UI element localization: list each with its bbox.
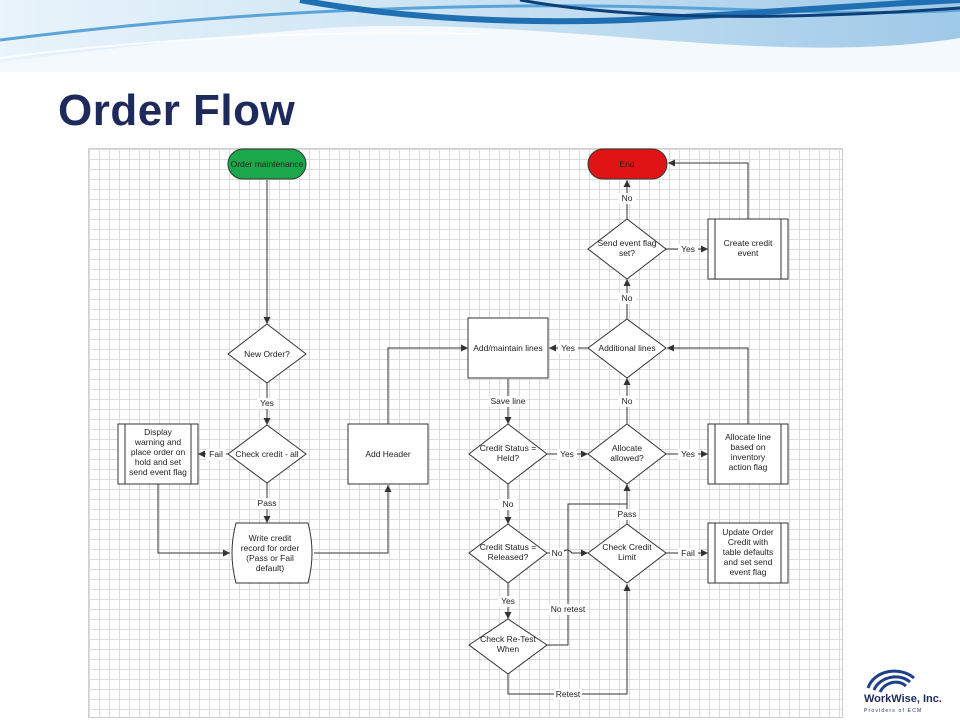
terminator-order-maintenance: Order maintenance [227, 148, 307, 180]
edge-label-pass: Pass [618, 509, 637, 519]
edge-label-pass: Pass [258, 498, 277, 508]
node-label: Add Header [365, 449, 411, 459]
edge-label-no: No [622, 396, 633, 406]
header-banner [0, 0, 960, 72]
edge-label-fail: Fail [209, 449, 223, 459]
decision-new-order: New Order? [227, 323, 307, 384]
decision-allocate-allowed: Allocate allowed? [587, 423, 667, 485]
node-label: Allocate [612, 443, 643, 453]
connector [547, 503, 627, 646]
node-label: place order on [131, 447, 186, 457]
node-label: Create credit [724, 238, 773, 248]
node-label: New Order? [244, 349, 290, 359]
connector [667, 344, 749, 424]
node-label: Add/maintain lines [473, 343, 542, 353]
edge-label-fail: Fail [681, 548, 695, 558]
edge-label-yes: Yes [260, 398, 274, 408]
edge-label-yes: Yes [681, 449, 695, 459]
process-allocate-line: Allocate line based on inventory action … [707, 423, 789, 485]
process-display-warning: Display warning and place order on hold … [117, 423, 199, 485]
node-label: End [619, 159, 634, 169]
node-label: default) [256, 563, 285, 573]
connector [157, 484, 230, 557]
node-label: Write credit [249, 533, 292, 543]
decision-additional-lines: Additional lines [587, 318, 667, 379]
node-label: Credit with [728, 537, 768, 547]
connector [387, 344, 468, 424]
edge-labels: Yes Fail Pass Save line Yes No No Yes Ye… [206, 193, 698, 700]
node-label: Additional lines [598, 343, 655, 353]
node-label: Held? [497, 453, 519, 463]
decision-credit-status-held: Credit Status = Held? [468, 423, 548, 485]
node-label: Check Credit [602, 542, 652, 552]
process-create-credit-event: Create credit event [707, 218, 789, 280]
node-label: set? [619, 248, 635, 258]
node-label: Send event flag [597, 238, 656, 248]
node-label: Limit [618, 552, 637, 562]
logo-tagline: Providers of ECM [864, 708, 922, 714]
edge-label-yes: Yes [681, 244, 695, 254]
edge-label-no: No [622, 293, 633, 303]
node-label: based on [731, 442, 766, 452]
node-label: Check Re-Test [480, 634, 536, 644]
decision-send-event-flag: Send event flag set? [587, 218, 667, 280]
node-label: Credit Status = [480, 443, 536, 453]
node-label: record for order [241, 543, 300, 553]
edge-label-save-line: Save line [491, 396, 526, 406]
storage-write-credit-record: Write credit record for order (Pass or F… [231, 522, 313, 584]
edge-label-no: No [503, 499, 514, 509]
node-label: Allocate line [725, 432, 771, 442]
process-update-order-credit: Update Order Credit with table defaults … [707, 522, 789, 584]
node-label: Order maintenance [231, 159, 304, 169]
node-label: (Pass or Fail [246, 553, 294, 563]
node-label: When [497, 644, 519, 654]
node-label: action flag [729, 462, 768, 472]
terminator-end: End [587, 148, 668, 180]
edge-label-retest: Retest [556, 689, 581, 699]
node-label: inventory [731, 452, 766, 462]
decision-check-credit-all: Check credit - all [227, 424, 307, 484]
node-label: hold and set [135, 457, 182, 467]
node-label: Credit Status = [480, 542, 536, 552]
connectors [157, 159, 749, 695]
node-label: Check credit - all [235, 449, 298, 459]
workwise-logo: WorkWise, Inc. Providers of ECM [864, 669, 942, 714]
process-add-maintain-lines: Add/maintain lines [467, 317, 549, 379]
edge-label-no-retest: No retest [551, 604, 586, 614]
process-add-header: Add Header [347, 423, 429, 485]
node-label: Display [144, 427, 173, 437]
connector [314, 485, 392, 554]
decision-check-credit-limit: Check Credit Limit [587, 523, 667, 584]
page-title: Order Flow [58, 86, 296, 135]
edge-label-yes: Yes [501, 596, 515, 606]
node-label: Released? [488, 552, 529, 562]
edge-label-yes: Yes [561, 343, 575, 353]
node-label: event flag [730, 567, 767, 577]
connector [668, 159, 749, 219]
logo-name: WorkWise, Inc. [864, 693, 942, 705]
node-label: allowed? [610, 453, 644, 463]
decision-check-retest: Check Re-Test When [468, 618, 548, 675]
node-label: table defaults [723, 547, 774, 557]
node-label: warning and [134, 437, 182, 447]
node-label: Update Order [722, 527, 774, 537]
edge-label-no: No [552, 548, 563, 558]
node-label: and set send [724, 557, 773, 567]
node-label: event [738, 248, 759, 258]
edge-label-yes: Yes [560, 449, 574, 459]
edge-label-no: No [622, 193, 633, 203]
node-label: send event flag [129, 467, 187, 477]
decision-credit-status-released: Credit Status = Released? [468, 523, 548, 584]
